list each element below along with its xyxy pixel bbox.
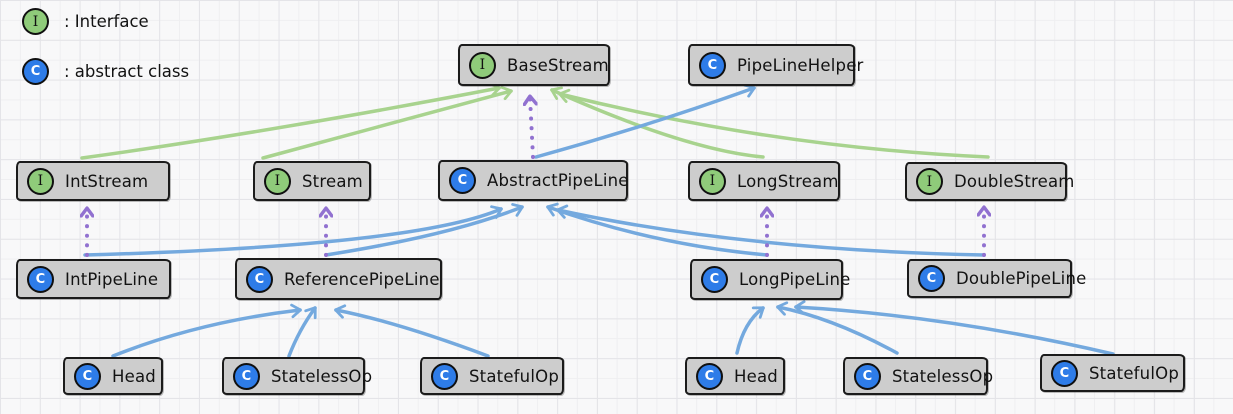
node-label: BaseStream xyxy=(507,55,609,75)
abstract-class-icon: C xyxy=(696,362,723,390)
abstract-class-icon: C xyxy=(22,58,49,85)
node-label: ReferencePipeLine xyxy=(284,269,440,289)
abstract-class-icon: C xyxy=(699,51,726,79)
node-label: Head xyxy=(734,366,778,386)
abstract-class-icon: C xyxy=(431,362,458,390)
arrow-referencepipeline-extends-abstractpipeline xyxy=(324,203,524,257)
arrow-statelessop-left-extends-referencepipeline xyxy=(287,306,317,358)
arrow-abstractpipeline-implements-basestream xyxy=(530,97,533,159)
node-label: LongPipeLine xyxy=(739,270,851,289)
node-label: StatelessOp xyxy=(892,366,994,386)
node-doublepipeline: C DoublePipeLine xyxy=(907,259,1086,298)
node-longstream: I LongStream xyxy=(688,161,840,201)
interface-icon: I xyxy=(22,8,49,35)
node-longpipeline: C LongPipeLine xyxy=(690,259,850,300)
node-label: Head xyxy=(112,366,156,386)
arrow-head-right-extends-longpipeline xyxy=(735,306,765,355)
arrow-abstractpipeline-extends-pipelinehelper xyxy=(534,83,756,159)
legend-interface-label: : Interface xyxy=(64,12,149,31)
arrow-intstream-extends-basestream xyxy=(80,82,501,160)
arrow-doublestream-extends-basestream xyxy=(558,88,990,159)
interface-icon: I xyxy=(916,168,943,195)
abstract-class-icon: C xyxy=(233,362,260,390)
abstract-class-icon: C xyxy=(854,362,881,390)
legend-abstract-class: C : abstract class xyxy=(22,58,189,85)
abstract-class-icon: C xyxy=(449,167,476,194)
interface-icon: I xyxy=(27,167,54,195)
node-label: LongStream xyxy=(737,171,839,191)
legend-interface: I : Interface xyxy=(22,8,149,35)
node-intstream: I IntStream xyxy=(16,161,170,201)
interface-icon: I xyxy=(699,167,726,195)
abstract-class-icon: C xyxy=(246,265,273,293)
abstract-class-icon: C xyxy=(918,265,945,292)
node-label: StatelessOp xyxy=(271,366,373,386)
node-label: IntPipeLine xyxy=(65,269,159,289)
arrow-longstream-extends-basestream xyxy=(550,86,765,159)
arrow-statefulop-right-extends-longpipeline xyxy=(794,300,1115,356)
node-basestream: I BaseStream xyxy=(458,44,610,86)
node-head-left: C Head xyxy=(63,357,163,395)
node-stream: I Stream xyxy=(253,161,371,201)
node-label: AbstractPipeLine xyxy=(487,171,629,190)
abstract-class-icon: C xyxy=(701,266,728,293)
abstract-class-icon: C xyxy=(74,362,101,390)
node-label: IntStream xyxy=(65,171,149,191)
interface-icon: I xyxy=(264,167,291,195)
node-statelessop-left: C StatelessOp xyxy=(222,357,372,395)
node-label: StatefulOp xyxy=(1089,363,1179,383)
node-label: StatefulOp xyxy=(469,366,559,386)
node-statelessop-right: C StatelessOp xyxy=(843,357,993,395)
node-statefulop-left: C StatefulOp xyxy=(420,357,564,395)
node-referencepipeline: C ReferencePipeLine xyxy=(235,258,442,300)
arrow-longpipeline-extends-abstractpipeline xyxy=(546,202,769,257)
node-abstractpipeline: C AbstractPipeLine xyxy=(438,160,628,201)
arrow-doublepipeline-extends-abstractpipeline xyxy=(556,204,986,257)
node-doublestream: I DoubleStream xyxy=(905,162,1074,201)
node-intpipeline: C IntPipeLine xyxy=(16,259,171,299)
node-label: DoubleStream xyxy=(954,172,1075,191)
node-head-right: C Head xyxy=(685,357,785,395)
node-label: PipeLineHelper xyxy=(737,55,864,75)
arrow-stream-extends-basestream xyxy=(261,85,513,160)
legend-abstract-class-label: : abstract class xyxy=(64,62,190,81)
arrow-statelessop-right-extends-longpipeline xyxy=(776,301,899,355)
arrow-statefulop-left-extends-referencepipeline xyxy=(334,304,490,358)
abstract-class-icon: C xyxy=(27,265,54,293)
node-pipelinehelper: C PipeLineHelper xyxy=(688,44,863,86)
node-label: DoublePipeLine xyxy=(956,269,1087,288)
node-statefulop-right: C StatefulOp xyxy=(1040,354,1185,392)
node-label: Stream xyxy=(302,171,363,191)
arrow-intpipeline-extends-abstractpipeline xyxy=(83,205,503,257)
interface-icon: I xyxy=(469,51,496,79)
arrow-head-left-extends-referencepipeline xyxy=(111,303,302,358)
abstract-class-icon: C xyxy=(1051,359,1078,387)
